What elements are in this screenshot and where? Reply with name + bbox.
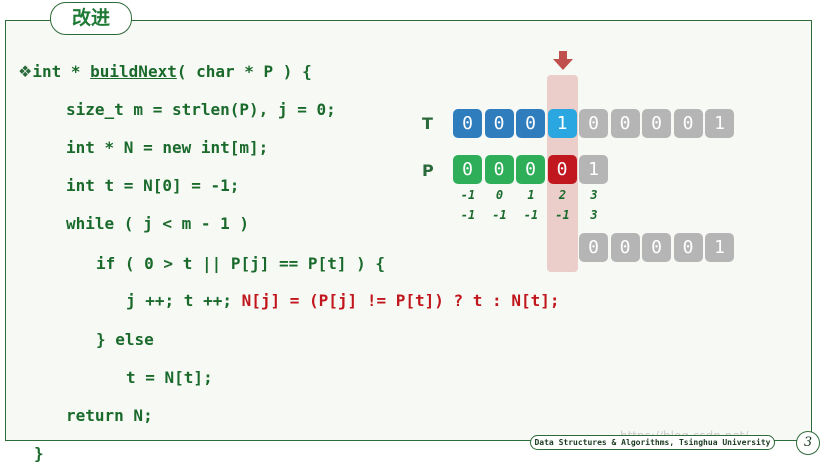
code-line-7: j ++; t ++; N[j] = (P[j] != P[t]) ? t : … [126,291,559,311]
bullet-icon: ❖ [18,62,33,81]
slide-frame [5,20,812,441]
code-line-4: int t = N[0] = -1; [66,176,240,195]
code-line-7-pre: j ++; t ++; [126,291,242,310]
text-cell-8: 1 [705,109,734,138]
text-label: T [422,114,433,133]
code-line-9: t = N[t]; [126,368,213,387]
code-line-5: while ( j < m - 1 ) [66,214,250,233]
text-cell-7: 0 [673,109,703,138]
pattern-cell-1: 0 [484,155,514,184]
text-cell-4: 0 [579,109,608,138]
code-sig-pre: int * [32,62,91,81]
next-value-0: -1 [460,188,476,202]
shifted-pattern-cell-1: 0 [610,233,640,262]
code-line-signature: ❖int * buildNext( char * P ) { [18,62,312,82]
improved-next-value-3: -1 [555,208,570,222]
pattern-cell-0: 0 [453,155,482,184]
shifted-pattern-cell-3: 0 [673,233,703,262]
code-line-10: return N; [66,406,153,425]
down-arrow-icon [553,51,573,70]
next-value-3: 2 [558,188,567,202]
pattern-cell-2: 0 [516,155,545,184]
pattern-label: P [422,161,434,180]
pattern-cell-4: 1 [579,155,608,184]
text-cell-3: 1 [547,109,577,138]
improved-next-value-1: -1 [492,208,507,222]
code-line-11: } [34,444,44,463]
code-line-2: size_t m = strlen(P), j = 0; [66,100,336,119]
code-line-6: if ( 0 > t || P[j] == P[t] ) { [96,254,385,273]
text-cell-6: 0 [642,109,671,138]
text-cell-0: 0 [453,109,482,138]
pattern-cell-3: 0 [547,155,577,184]
code-sig-post: ( char * P ) { [176,62,312,81]
text-cell-5: 0 [610,109,640,138]
code-line-8: } else [96,330,154,349]
next-value-2: 1 [527,188,535,202]
shifted-pattern-cell-2: 0 [642,233,671,262]
code-function-name: buildNext [90,62,177,81]
slide-title: 改进 [50,2,132,35]
next-value-1: 0 [495,188,504,202]
code-line-7-highlight: N[j] = (P[j] != P[t]) ? t : N[t]; [241,291,560,310]
improved-next-value-0: -1 [460,208,476,222]
footer-course-name: Data Structures & Algorithms, Tsinghua U… [530,435,775,450]
improved-next-value-4: 3 [590,208,598,222]
text-cell-2: 0 [516,109,545,138]
text-cell-1: 0 [484,109,514,138]
page-number: 3 [796,431,820,455]
improved-next-value-2: -1 [523,208,539,222]
code-line-3: int * N = new int[m]; [66,138,269,157]
next-value-4: 3 [590,188,598,202]
shifted-pattern-cell-4: 1 [705,233,734,262]
shifted-pattern-cell-0: 0 [579,233,608,262]
